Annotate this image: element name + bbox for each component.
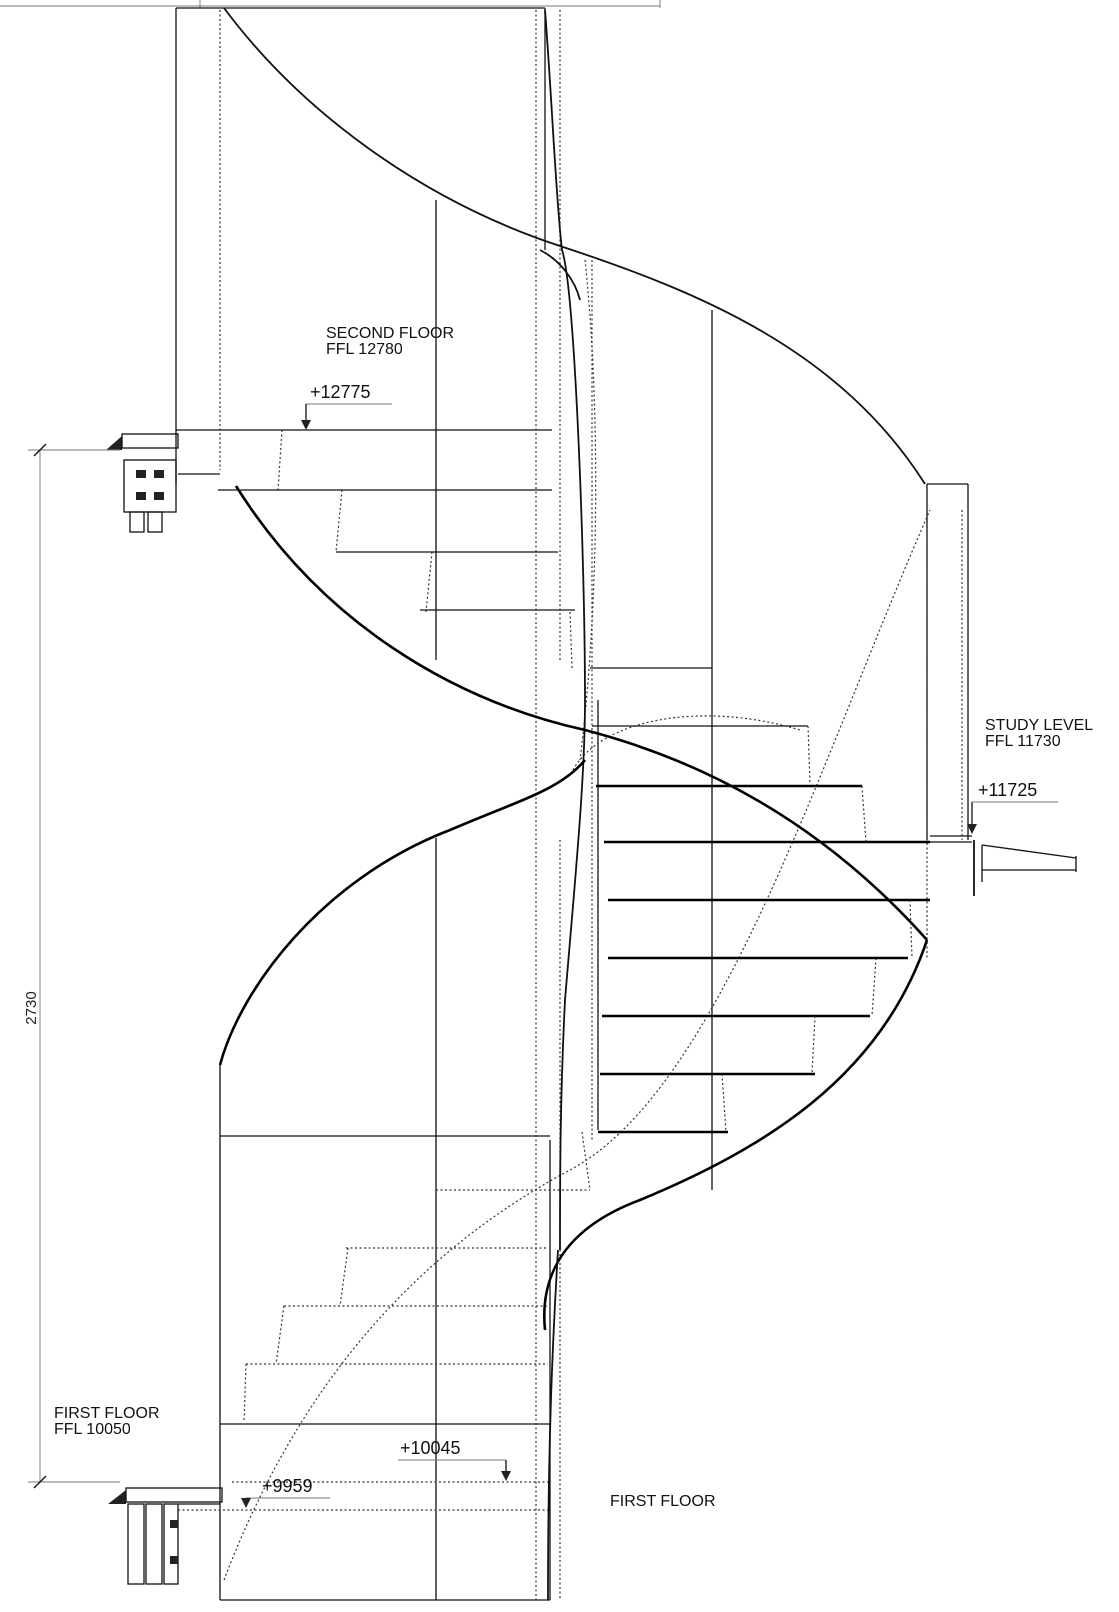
level-text-11725: +11725 (978, 780, 1037, 800)
level-marker-first-lower: +9959 (241, 1476, 330, 1508)
second-floor-beam-bracket (106, 433, 220, 533)
label-second-floor: SECOND FLOOR FFL 12780 (326, 325, 454, 358)
dimension-text-2730: 2730 (23, 991, 40, 1024)
first-floor-name: FIRST FLOOR (54, 1405, 160, 1422)
level-marker-first-upper: +10045 (398, 1438, 511, 1481)
study-level-name: STUDY LEVEL (985, 717, 1093, 734)
hidden-lines (219, 10, 963, 1600)
level-text-9959: +9959 (262, 1476, 313, 1496)
treads-lower (243, 840, 930, 1423)
second-floor-ffl: FFL 12780 (326, 341, 403, 358)
level-marker-study: +11725 (967, 780, 1058, 834)
stringer-curves (218, 7, 929, 1601)
first-floor-ffl: FFL 10050 (54, 1421, 131, 1438)
level-lines (178, 1481, 548, 1511)
label-first-floor-left: FIRST FLOOR FFL 10050 (54, 1405, 160, 1438)
sheet-border-ticks (0, 0, 661, 8)
study-level-ffl: FFL 11730 (985, 733, 1061, 750)
stair-core-outline (175, 7, 969, 1601)
treads-upper (176, 429, 867, 843)
overall-height-dimension: 2730 (23, 443, 120, 1489)
level-text-10045: +10045 (400, 1438, 461, 1458)
second-floor-name: SECOND FLOOR (326, 325, 454, 342)
label-first-floor-bottom: FIRST FLOOR (610, 1493, 716, 1510)
label-study-level: STUDY LEVEL FFL 11730 (985, 717, 1093, 750)
study-floor-beam (930, 835, 1077, 896)
level-text-12775: +12775 (310, 382, 371, 402)
level-marker-second: +12775 (301, 382, 392, 430)
first-floor-beam-bracket (108, 1487, 223, 1585)
